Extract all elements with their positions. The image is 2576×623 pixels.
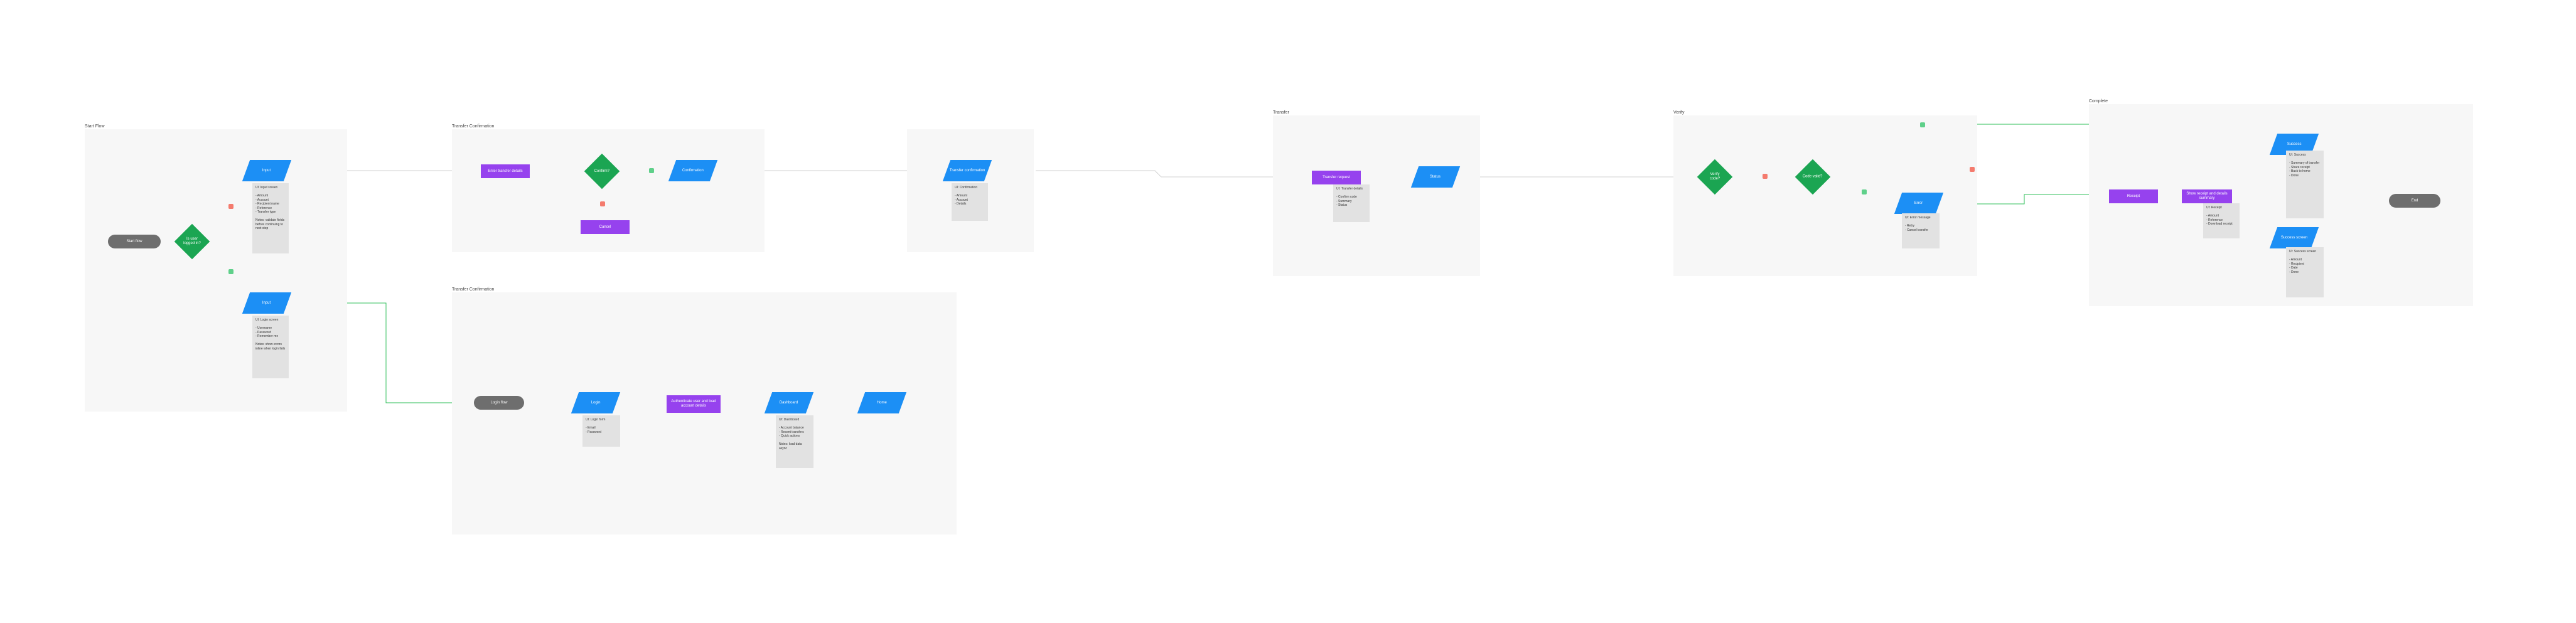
yes-badge <box>1920 122 1925 127</box>
start-terminal[interactable]: Start flow <box>108 235 161 248</box>
io-confirmation[interactable]: Confirmation <box>668 160 718 181</box>
frame-label: Transfer <box>1273 110 1289 115</box>
io-error[interactable]: Error <box>1894 193 1944 214</box>
note-card: UI: Transfer details - Confirm code - Su… <box>1333 184 1370 222</box>
frame-login <box>452 292 957 535</box>
io-status[interactable]: Status <box>1410 166 1461 188</box>
io-home[interactable]: Home <box>857 392 907 413</box>
note-card: UI: Receipt - Amount - Reference - Downl… <box>2203 203 2240 238</box>
no-badge <box>228 204 233 209</box>
process-show-receipt[interactable]: Show receipt and details summary <box>2182 189 2232 203</box>
frame-transfer <box>1273 115 1480 276</box>
frame-label: Verify <box>1673 110 1685 115</box>
process-enter-details[interactable]: Enter transfer details <box>481 164 530 178</box>
frame-label: Transfer Confirmation <box>452 124 495 129</box>
process-cancel[interactable]: Cancel <box>581 220 630 234</box>
input-parallelogram-top[interactable]: Input <box>242 160 292 181</box>
note-card: UI: Confirmation - Amount - Account - De… <box>952 183 988 221</box>
frame-label: Transfer Confirmation <box>452 287 495 292</box>
note-card: UI: Dashboard - Account balance - Recent… <box>776 415 813 468</box>
process-transfer-request[interactable]: Transfer request <box>1312 171 1361 184</box>
note-card: UI: Success - Summary of transfer - Shar… <box>2286 151 2324 218</box>
frame-label: Complete <box>2089 99 2108 104</box>
no-badge <box>1763 174 1768 179</box>
no-badge <box>600 201 605 206</box>
connector-main <box>1036 170 1312 178</box>
note-card: UI: Login screen - Username - Password -… <box>252 316 289 378</box>
note-card: UI: Error message - Retry - Cancel trans… <box>1902 213 1940 248</box>
end-terminal[interactable]: End <box>2389 194 2440 208</box>
note-card: UI: Success screen - Amount - Recipient … <box>2286 247 2324 297</box>
input-parallelogram-bottom[interactable]: Input <box>242 292 292 314</box>
connector-yes <box>1943 194 2109 205</box>
login-terminal[interactable]: Login flow <box>474 396 524 410</box>
io-login[interactable]: Login <box>571 392 621 413</box>
frame-start <box>85 129 347 412</box>
frame-label: Start Flow <box>85 124 105 129</box>
yes-badge <box>1862 189 1867 194</box>
note-card: UI: Login form - Email - Password <box>582 415 620 447</box>
no-badge <box>1970 167 1975 172</box>
yes-badge <box>228 269 233 274</box>
yes-badge <box>649 168 654 173</box>
io-transfer-confirmation[interactable]: Transfer confirmation <box>942 160 992 181</box>
io-success-screen[interactable]: Success screen <box>2269 227 2319 248</box>
process-authenticate[interactable]: Authenticate user and load account detai… <box>667 395 721 413</box>
process-receipt[interactable]: Receipt <box>2109 189 2158 203</box>
note-card: UI: Input screen - Amount - Account - Re… <box>252 183 289 253</box>
io-dashboard[interactable]: Dashboard <box>764 392 814 413</box>
